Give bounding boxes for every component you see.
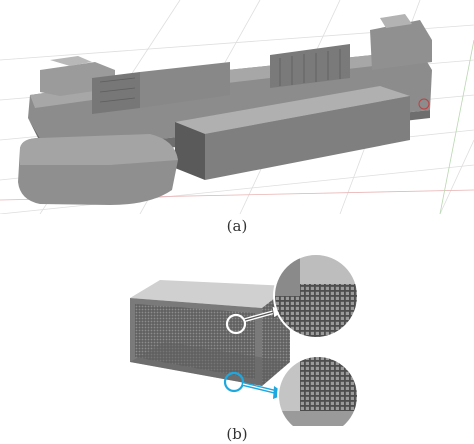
y-axis-line	[439, 39, 474, 214]
superstructure	[40, 14, 432, 114]
highlight-circle-white	[225, 313, 247, 335]
mesh-detail-illustration	[130, 253, 359, 426]
front-pontoon	[18, 134, 178, 205]
caption-b: (b)	[226, 425, 248, 443]
box-model	[130, 280, 290, 386]
caption-a: (a)	[226, 217, 248, 235]
ship-model-illustration	[0, 0, 474, 214]
mesh-detail-panel	[0, 236, 474, 426]
origin-marker	[418, 98, 430, 110]
ship-model-panel	[0, 0, 474, 214]
superstructure-detail	[99, 49, 341, 103]
highlight-circle-blue	[223, 371, 245, 393]
magnified-corner-detail	[273, 253, 359, 339]
magnified-edge-detail	[277, 355, 359, 426]
front-box-block	[175, 86, 410, 180]
